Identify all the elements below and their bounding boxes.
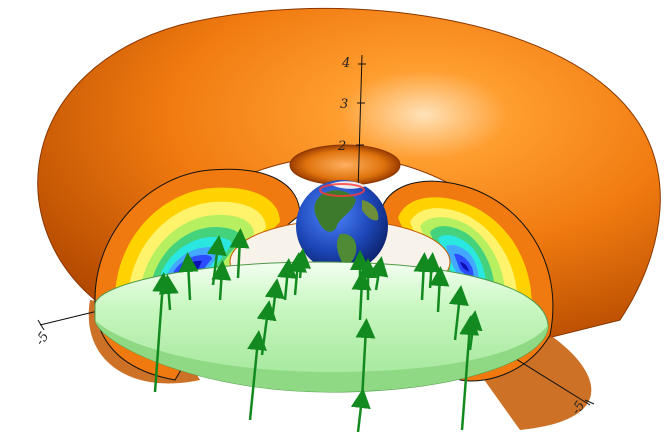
arrow-icon [368,256,389,291]
arrow-icon [351,270,372,321]
arrow-icon [277,258,298,301]
arrow-icon [355,318,376,401]
arrow-icon [462,310,483,351]
arrow-icon [211,260,232,301]
arrow-icon [247,330,267,421]
arrow-icon [264,278,285,321]
x-tick-label: -5 [33,329,53,348]
arrow-icon [152,272,173,393]
arrow-icon [178,252,199,301]
arrow-icon [291,248,311,279]
arrow-icon [256,300,277,356]
arrow-icon [448,285,469,341]
arrow-icon [429,266,450,313]
z-tick-3: 3 [340,97,348,112]
field-arrows [152,228,483,433]
arrow-icon [229,228,250,279]
z-tick-2: 2 [337,139,346,154]
arrow-icon [350,388,371,433]
arrow-icon [421,252,442,289]
arrow-icon [158,274,179,311]
z-tick-4: 4 [341,56,350,71]
arrow-icon [459,315,480,431]
earth-globe-icon [296,180,388,272]
